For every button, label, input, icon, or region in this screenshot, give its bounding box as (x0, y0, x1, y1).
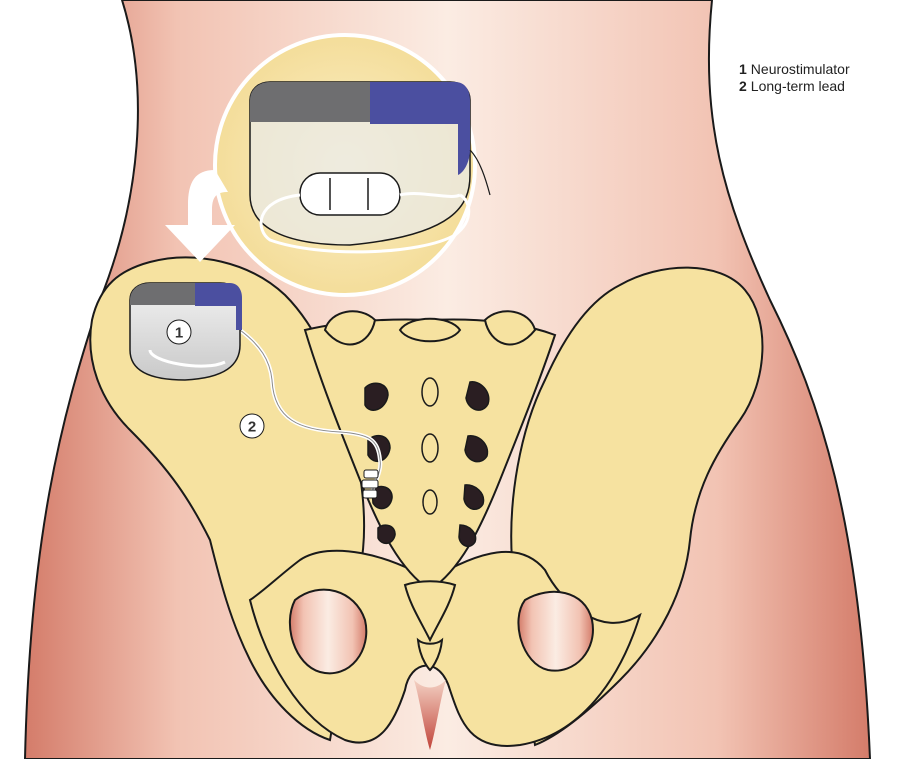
lead-electrode-tip (362, 470, 378, 498)
obturator-foramen-right (518, 592, 593, 671)
inset-connector-block (300, 173, 400, 215)
legend-label: Long-term lead (751, 78, 845, 94)
legend-label: Neurostimulator (751, 61, 850, 77)
callout-label-2: 2 (248, 419, 256, 436)
callout-label-1: 1 (175, 325, 183, 342)
legend-number: 1 (739, 61, 747, 77)
legend-number: 2 (739, 78, 747, 94)
sacral-promontory (400, 319, 460, 342)
